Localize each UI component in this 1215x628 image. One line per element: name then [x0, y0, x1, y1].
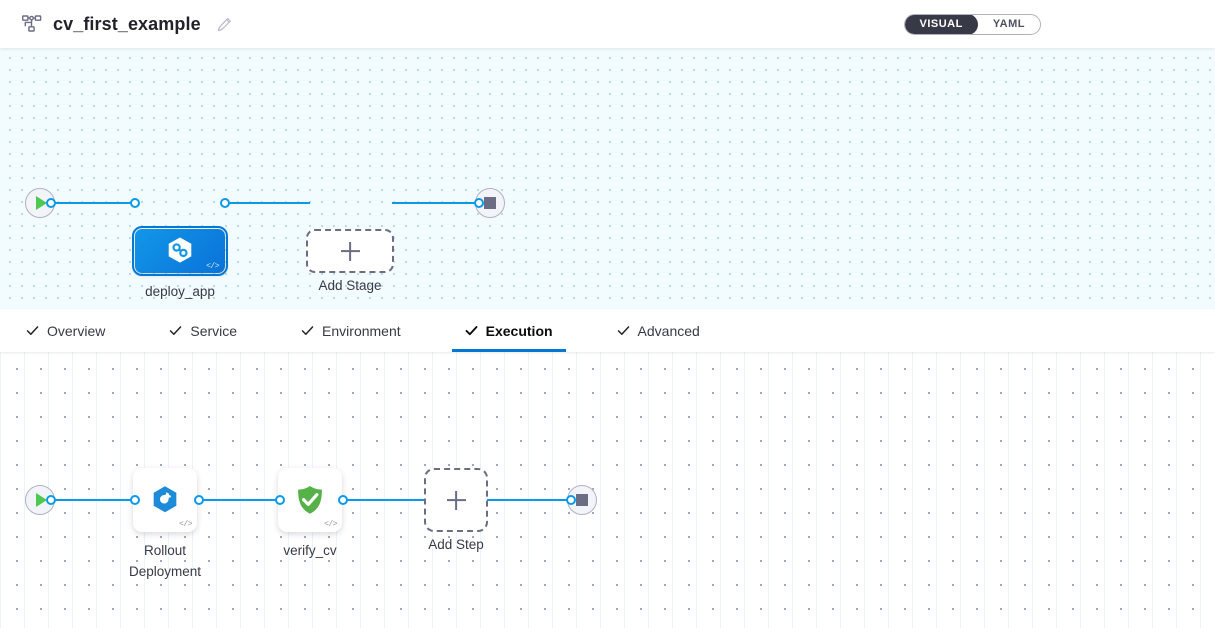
stage-tabs: Overview Service Environment Execution A… — [0, 309, 1215, 352]
stage-canvas[interactable]: </> deploy_app Add Stage — [0, 48, 1215, 309]
step-node-label: Rollout Deployment — [128, 543, 202, 579]
add-step-button[interactable]: Add Step — [424, 468, 488, 552]
view-mode-toggle[interactable]: VISUAL YAML — [903, 13, 1041, 35]
stage-port-end[interactable] — [474, 198, 484, 208]
step-port-end[interactable] — [566, 495, 576, 505]
tab-label: Service — [190, 322, 238, 339]
tab-label: Environment — [322, 322, 401, 339]
step-link-1 — [198, 499, 284, 501]
step-node-rollout-deployment[interactable]: </> Rollout Deployment — [129, 468, 201, 579]
execution-start-node[interactable] — [25, 485, 55, 515]
step-port-out-1[interactable] — [194, 495, 204, 505]
stop-icon — [576, 494, 588, 506]
stop-icon — [484, 197, 496, 209]
tab-label: Overview — [47, 322, 106, 339]
stage-link-start — [50, 202, 136, 204]
tab-label: Advanced — [637, 322, 700, 339]
tab-advanced[interactable]: Advanced — [613, 309, 704, 352]
stage-port-start[interactable] — [46, 198, 56, 208]
page-title: cv_first_example — [53, 13, 201, 34]
code-badge: </> — [324, 520, 337, 529]
tab-execution[interactable]: Execution — [451, 309, 566, 352]
stage-link-1 — [224, 202, 310, 204]
check-icon — [465, 326, 478, 336]
pipeline-icon — [21, 15, 42, 33]
green-shield-check-icon — [298, 486, 322, 514]
stage-port-in[interactable] — [130, 198, 140, 208]
kubernetes-rollout-icon — [153, 486, 177, 513]
step-node-verify-cv[interactable]: </> verify_cv — [278, 468, 342, 558]
step-link-start — [50, 499, 136, 501]
play-icon — [36, 493, 47, 507]
execution-canvas[interactable]: </> Rollout Deployment </> verify_cv Add… — [0, 352, 1215, 628]
step-port-start[interactable] — [46, 495, 56, 505]
add-stage-button[interactable]: Add Stage — [306, 229, 394, 293]
add-step-label: Add Step — [428, 537, 484, 552]
step-link-2 — [342, 499, 424, 501]
header-right-group: VISUAL YAML — [903, 13, 1215, 35]
add-stage-label: Add Stage — [318, 278, 382, 293]
step-port-out-2[interactable] — [338, 495, 348, 505]
code-badge: </> — [206, 262, 219, 271]
pencil-icon[interactable] — [215, 14, 235, 34]
step-link-3 — [487, 499, 573, 501]
plus-icon — [447, 491, 466, 510]
app-header: cv_first_example VISUAL YAML — [0, 0, 1215, 48]
stage-node-deploy-app[interactable]: </> deploy_app — [132, 226, 228, 299]
check-icon — [301, 326, 314, 335]
stage-port-out[interactable] — [220, 198, 230, 208]
check-icon — [170, 326, 182, 335]
header-left-group: cv_first_example — [0, 14, 235, 35]
tab-overview[interactable]: Overview — [22, 309, 109, 352]
stage-link-2 — [392, 202, 480, 204]
tab-service[interactable]: Service — [165, 309, 241, 352]
toggle-option-yaml[interactable]: YAML — [992, 17, 1025, 30]
harness-cd-hexagon-icon — [168, 237, 192, 263]
plus-icon — [341, 242, 360, 261]
step-port-in-2[interactable] — [275, 495, 285, 505]
step-port-in-1[interactable] — [130, 495, 140, 505]
toggle-option-visual[interactable]: VISUAL — [904, 14, 978, 34]
tab-label: Execution — [485, 322, 553, 339]
play-icon — [36, 196, 47, 210]
code-badge: </> — [179, 520, 192, 529]
tab-environment[interactable]: Environment — [297, 309, 405, 352]
check-icon — [617, 326, 629, 335]
stage-node-label: deploy_app — [145, 284, 215, 299]
check-icon — [26, 326, 39, 335]
step-node-label: verify_cv — [283, 543, 337, 558]
